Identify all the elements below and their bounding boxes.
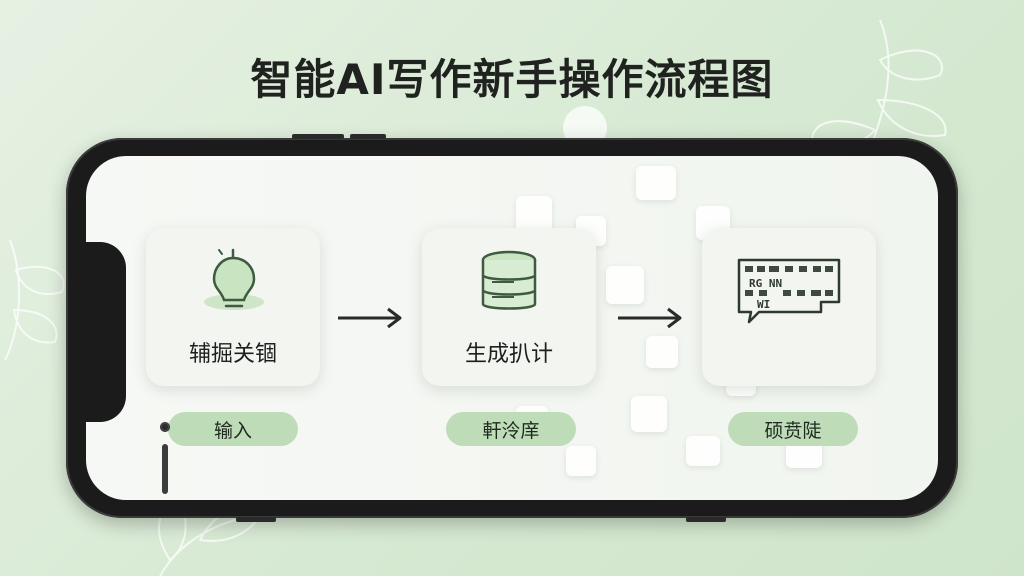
step-card-2: 生成扒计 — [422, 228, 596, 386]
bg-cube — [631, 396, 667, 432]
lightbulb-icon — [146, 246, 320, 316]
step-card-3: RG NN WI — [702, 228, 876, 386]
bg-cube — [686, 436, 720, 466]
step-label-2: 生成扒计 — [464, 342, 553, 367]
phone-top-button — [350, 134, 386, 139]
phone-frame: 辅掘关锢 输入 生成扒计 軒泠庠 — [66, 134, 958, 522]
step-tag-3: 硕贲陡 — [728, 412, 858, 446]
phone-top-button — [292, 134, 344, 139]
bg-cube — [636, 166, 676, 200]
camera-icon — [160, 422, 170, 432]
phone-notch — [86, 242, 126, 422]
phone-screen: 辅掘关锢 输入 生成扒计 軒泠庠 — [86, 156, 938, 500]
bg-cube — [606, 266, 644, 304]
step-card-1: 辅掘关锢 — [146, 228, 320, 386]
bubble-text-row2: WI — [757, 298, 770, 311]
bg-cube — [646, 336, 678, 368]
step-tag-2: 軒泠庠 — [446, 412, 576, 446]
phone-bottom-button — [686, 517, 726, 522]
speaker-grille — [162, 444, 168, 494]
arrow-right-icon — [338, 307, 402, 329]
database-icon — [422, 246, 596, 316]
step-tag-1: 输入 — [168, 412, 298, 446]
phone-bottom-button — [236, 517, 276, 522]
bg-cube — [566, 446, 596, 476]
arrow-right-icon — [618, 307, 682, 329]
step-label-1: 辅掘关锢 — [188, 342, 277, 367]
page-title: 智能AI写作新手操作流程图 — [250, 55, 774, 104]
bg-cube — [516, 196, 552, 232]
bubble-text-row1: RG NN — [749, 277, 782, 290]
chat-bubble-icon: RG NN WI — [702, 246, 876, 324]
